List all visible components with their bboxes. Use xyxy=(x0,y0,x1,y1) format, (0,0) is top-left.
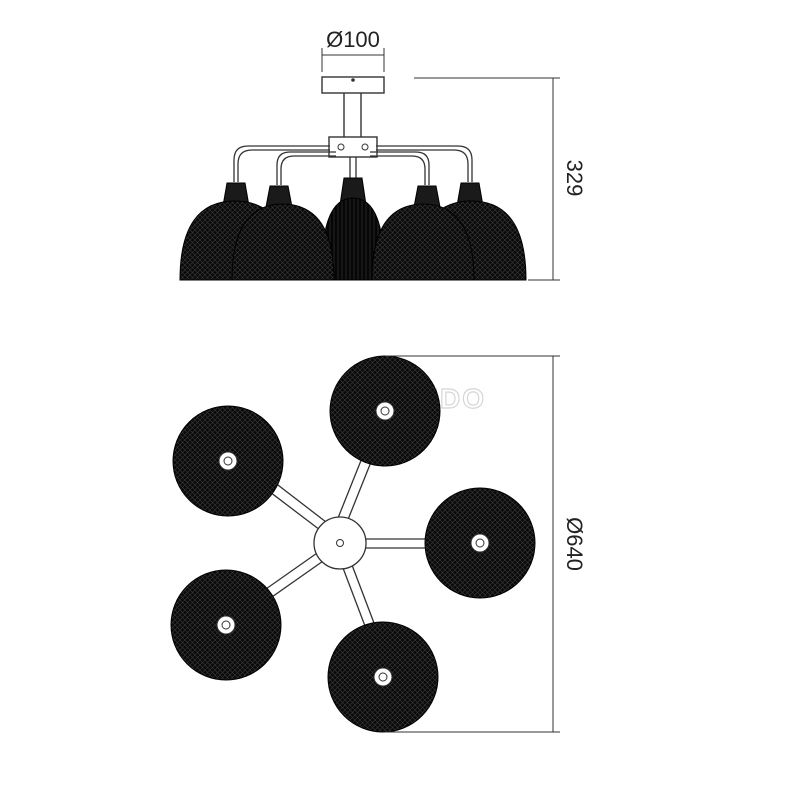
side-view: Ø100 xyxy=(179,27,587,281)
central-hub xyxy=(328,136,378,158)
shade-top xyxy=(329,355,441,467)
overall-diameter-label: Ø640 xyxy=(562,517,587,571)
ceiling-canopy xyxy=(321,76,385,94)
side-shade-inner-right xyxy=(371,203,475,281)
height-label: 329 xyxy=(562,160,587,197)
top-diameter-label: Ø100 xyxy=(326,27,380,52)
top-view: REDO xyxy=(170,355,587,733)
side-shades xyxy=(179,197,527,281)
top-diameter-dimension: Ø100 xyxy=(321,27,385,72)
overall-diameter-dimension: Ø640 xyxy=(385,355,587,733)
shade-lower-left xyxy=(170,569,282,681)
shade-upper-left xyxy=(172,405,284,517)
shade-right xyxy=(424,487,536,599)
shade-bottom xyxy=(327,621,439,733)
height-dimension: 329 xyxy=(414,77,587,281)
side-arms xyxy=(233,145,473,185)
side-shade-inner-left xyxy=(231,203,335,281)
